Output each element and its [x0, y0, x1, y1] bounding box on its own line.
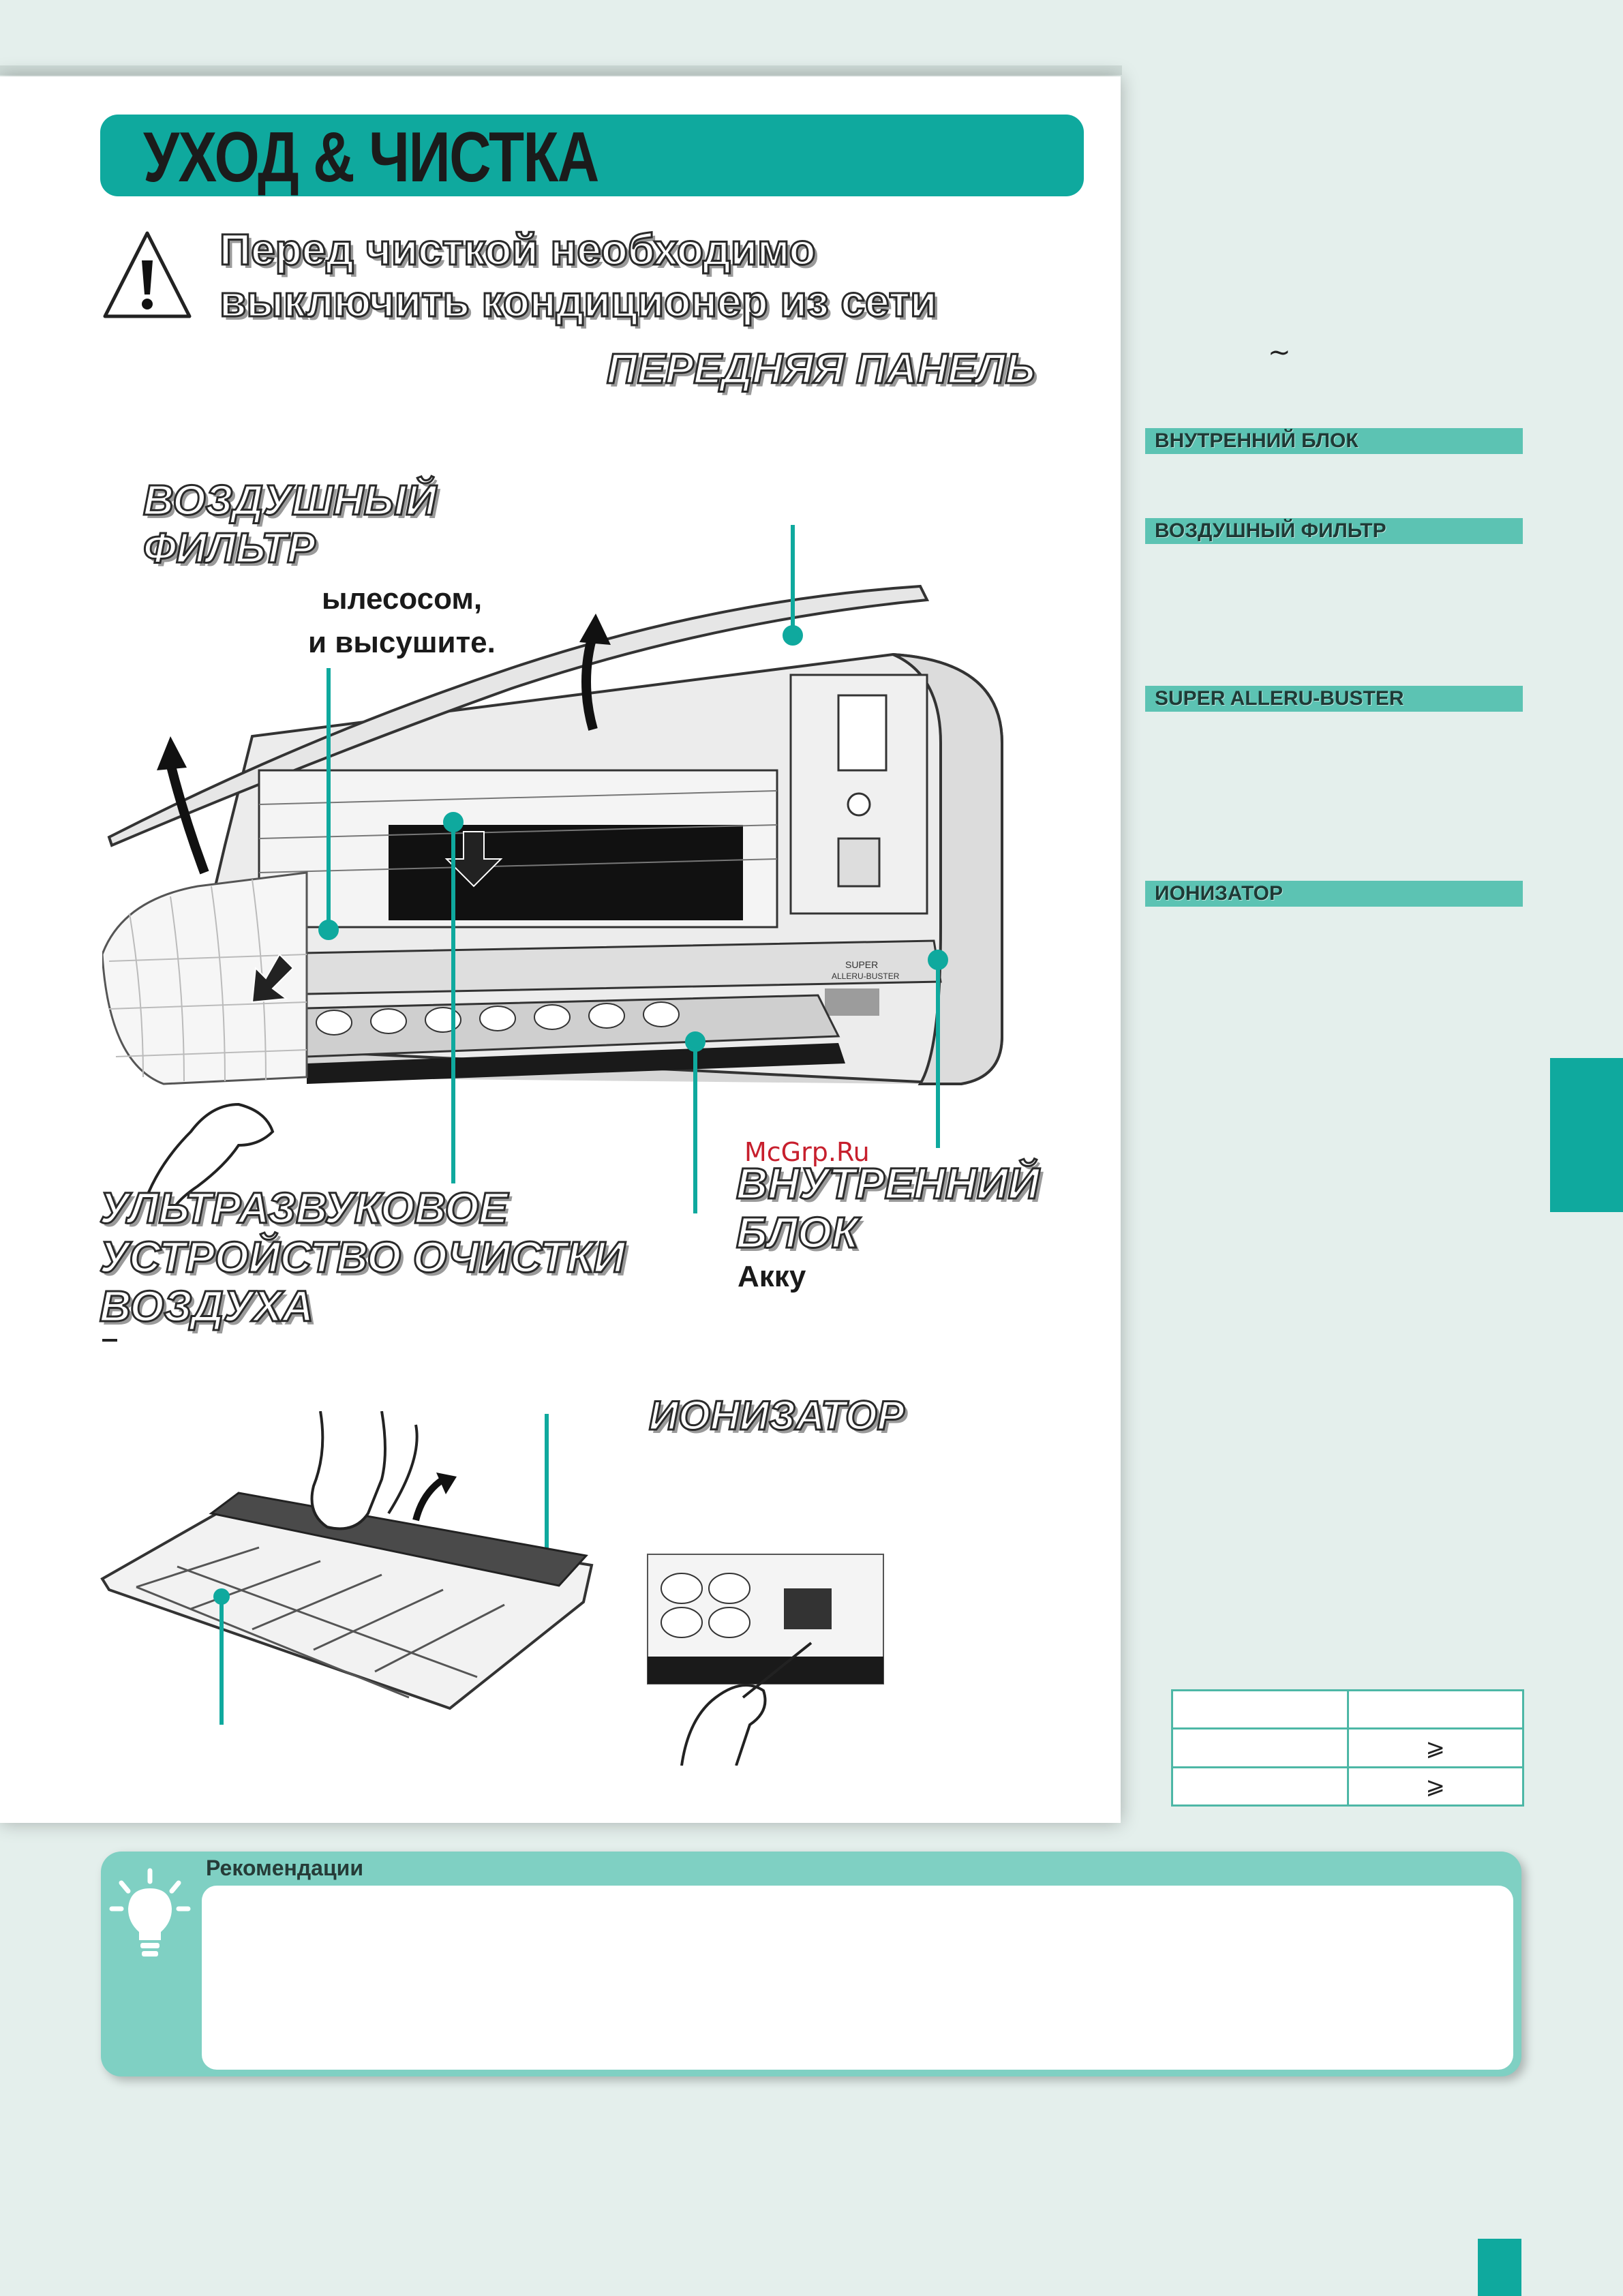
section-air-filter: ВОЗДУШНЫЙ ФИЛЬТР: [1155, 519, 1386, 542]
table-cell: ⩾: [1346, 1727, 1524, 1768]
table-cell: [1171, 1689, 1349, 1730]
filter-tray-illustration: [100, 1411, 594, 1725]
title-bar: [100, 115, 1084, 196]
hand-drawing: [142, 1102, 275, 1213]
ultrasonic-line-2: УСТРОЙСТВО ОЧИСТКИ: [99, 1232, 626, 1283]
front-panel-open: [107, 584, 930, 847]
indoor-unit-label: ВНУТРЕННИЙ БЛОК: [735, 1158, 1041, 1258]
section-indoor-unit: ВНУТРЕННИЙ БЛОК: [1155, 429, 1359, 452]
ultrasonic-line-1: УЛЬТРАЗВУКОВОЕ: [99, 1183, 509, 1234]
ionizer-label: ИОНИЗАТОР: [648, 1392, 906, 1440]
arrow-down-left: [251, 953, 294, 1003]
table-row: ⩾: [1171, 1766, 1524, 1807]
warning-line-2: выключить кондиционер из сети: [218, 276, 937, 327]
air-filter-line-2: ФИЛЬТР: [142, 524, 316, 573]
unit-side: [892, 653, 1003, 1085]
arrow-down-filter: [444, 831, 503, 888]
arrow-up-left: [166, 762, 209, 875]
warning-text: Перед чисткой необходимо выключить конди…: [218, 224, 937, 327]
arrow-up-left-head: [157, 736, 187, 770]
hands-drawing: [310, 1411, 386, 1530]
ultrasonic-dash: [102, 1339, 117, 1342]
air-filter-label: ВОЗДУШНЫЙ ФИЛЬТР: [142, 477, 437, 573]
dark-filter: [389, 825, 743, 920]
indoor-line-1: ВНУТРЕННИЙ: [735, 1158, 1041, 1209]
table-cell: [1171, 1766, 1349, 1807]
arrow-up-right-head: [579, 614, 611, 645]
ionizer-illustration: [647, 1554, 884, 1766]
front-panel-label: ПЕРЕДНЯЯ ПАНЕЛЬ: [606, 345, 1037, 394]
section-super-alleru-buster: SUPER ALLERU-BUSTER: [1155, 687, 1404, 710]
right-knob: [847, 792, 871, 817]
watermark-text[interactable]: McGrp.Ru: [744, 1137, 870, 1167]
unit-label-buster: ALLERU-BUSTER: [832, 971, 900, 981]
air-filter-line-1: ВОЗДУШНЫЙ: [142, 477, 437, 526]
indoor-unit-text: Акку: [738, 1260, 806, 1293]
air-conditioner-illustration: SUPER ALLERU-BUSTER: [102, 525, 1003, 1213]
display-window: [825, 988, 879, 1016]
ultrasonic-cleaner-label: УЛЬТРАЗВУКОВОЕ УСТРОЙСТВО ОЧИСТКИ ВОЗДУХ…: [99, 1183, 626, 1332]
lightbulb-icon: [109, 1868, 191, 1957]
lift-arrow: [412, 1476, 445, 1522]
right-slot: [837, 694, 888, 772]
right-switch: [837, 837, 881, 888]
bottom-edge: [307, 1043, 845, 1084]
ultrasonic-line-3: ВОЗДУХА: [99, 1281, 315, 1332]
tips-title: Рекомендации: [206, 1856, 363, 1880]
callout-dot-left: [213, 1588, 230, 1605]
mesh-filter: [102, 871, 308, 1085]
front-panel-description-clipped: [608, 397, 1065, 410]
spec-table: ⩾ ⩾: [1171, 1689, 1524, 1807]
top-decor-stripe: [0, 65, 1122, 75]
ionizer-module: [784, 1588, 832, 1629]
section-bar-ionizer: [1145, 881, 1523, 907]
chapter-side-tab: [1550, 1058, 1623, 1212]
tilde-symbol: ~: [1268, 337, 1291, 368]
section-bar-filter: [1145, 518, 1523, 544]
ionizer-hand: [680, 1684, 767, 1766]
warning-icon: [103, 231, 192, 318]
section-bar-buster: [1145, 686, 1523, 712]
unit-label-super: SUPER: [845, 959, 878, 970]
section-ionizer: ИОНИЗАТОР: [1155, 882, 1284, 905]
page-title: УХОД & ЧИСТКА: [143, 118, 599, 197]
table-cell: ⩾: [1346, 1766, 1524, 1807]
arrow-up-right: [581, 633, 598, 731]
table-row: [1171, 1689, 1524, 1730]
dark-mesh: [209, 1492, 588, 1587]
lift-arrow-head: [436, 1472, 457, 1494]
table-cell: [1171, 1727, 1349, 1768]
page-number-tab: [1478, 2239, 1521, 2296]
warning-line-1: Перед чисткой необходимо: [218, 224, 817, 275]
indoor-line-2: БЛОК: [735, 1207, 860, 1258]
air-filter-text-2: и высушите.: [308, 626, 496, 659]
tips-content-area: [202, 1886, 1513, 2070]
section-bar-indoor: [1145, 428, 1523, 454]
air-filter-text-1: ылесосом,: [322, 582, 483, 616]
hand-curve: [387, 1424, 419, 1515]
brush-line: [742, 1642, 813, 1699]
table-row: ⩾: [1171, 1727, 1524, 1768]
table-cell: [1346, 1689, 1524, 1730]
